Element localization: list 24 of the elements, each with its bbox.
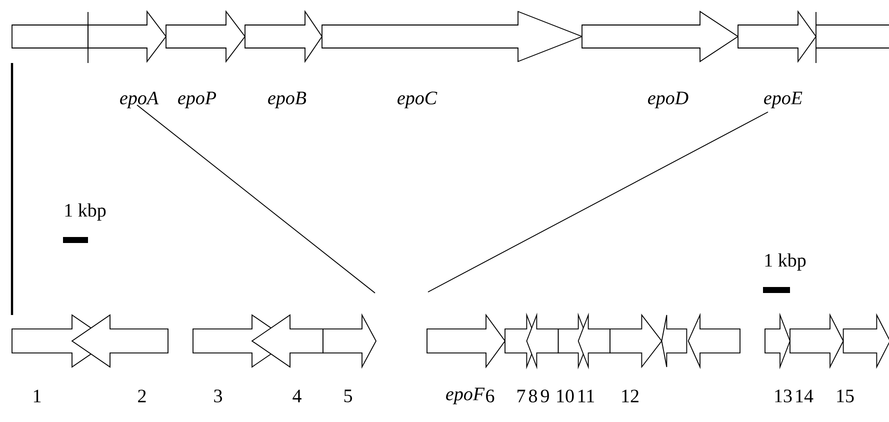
gene-label: epoA <box>120 92 159 108</box>
gene-label: epoE <box>764 92 802 108</box>
gene-number: 8 <box>528 390 538 402</box>
gene-number: 9 <box>540 390 549 402</box>
gene-number: 6 <box>486 390 494 402</box>
gene-number: 15 <box>837 390 854 402</box>
gene-number: 10 <box>557 390 574 402</box>
gene-number: 14 <box>796 390 814 402</box>
gene-number: 4 <box>292 390 302 402</box>
gene-label: epoP <box>178 92 216 108</box>
gene-number: 3 <box>214 390 222 402</box>
scale-label: 1 kbp <box>65 203 106 221</box>
gene-number: 11 <box>578 390 594 402</box>
scale-label: 1 kbp <box>765 253 806 271</box>
gene-number: 13 <box>775 390 792 402</box>
gene-number: 12 <box>622 390 638 402</box>
gene-label: epoC <box>398 92 438 108</box>
gene-label: epoB <box>268 92 306 108</box>
gene-number: 2 <box>138 390 146 402</box>
gene-label: epoF <box>446 388 485 404</box>
gene-label: epoD <box>648 92 688 108</box>
gene-number: 1 <box>34 390 41 402</box>
gene-number: 7 <box>518 390 526 402</box>
gene-number: 5 <box>344 390 352 402</box>
